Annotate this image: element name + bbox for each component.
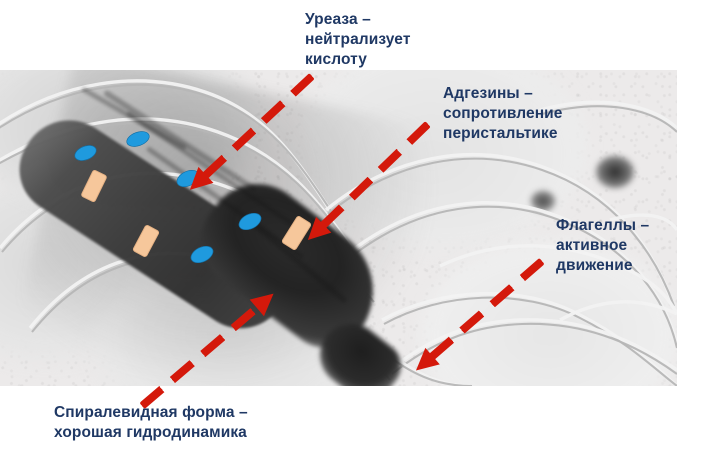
debris-speck	[530, 190, 556, 212]
caption-flagella: Флагеллы – активное движение	[556, 217, 650, 274]
caption-spiral-shape: Спиралевидная форма – хорошая гидродинам…	[54, 404, 248, 441]
caption-adhesins: Адгезины – сопротивление перистальтике	[443, 85, 563, 142]
caption-urease: Уреаза – нейтрализует кислоту	[305, 11, 411, 68]
debris-speck	[595, 155, 635, 189]
electron-micrograph	[0, 70, 677, 386]
